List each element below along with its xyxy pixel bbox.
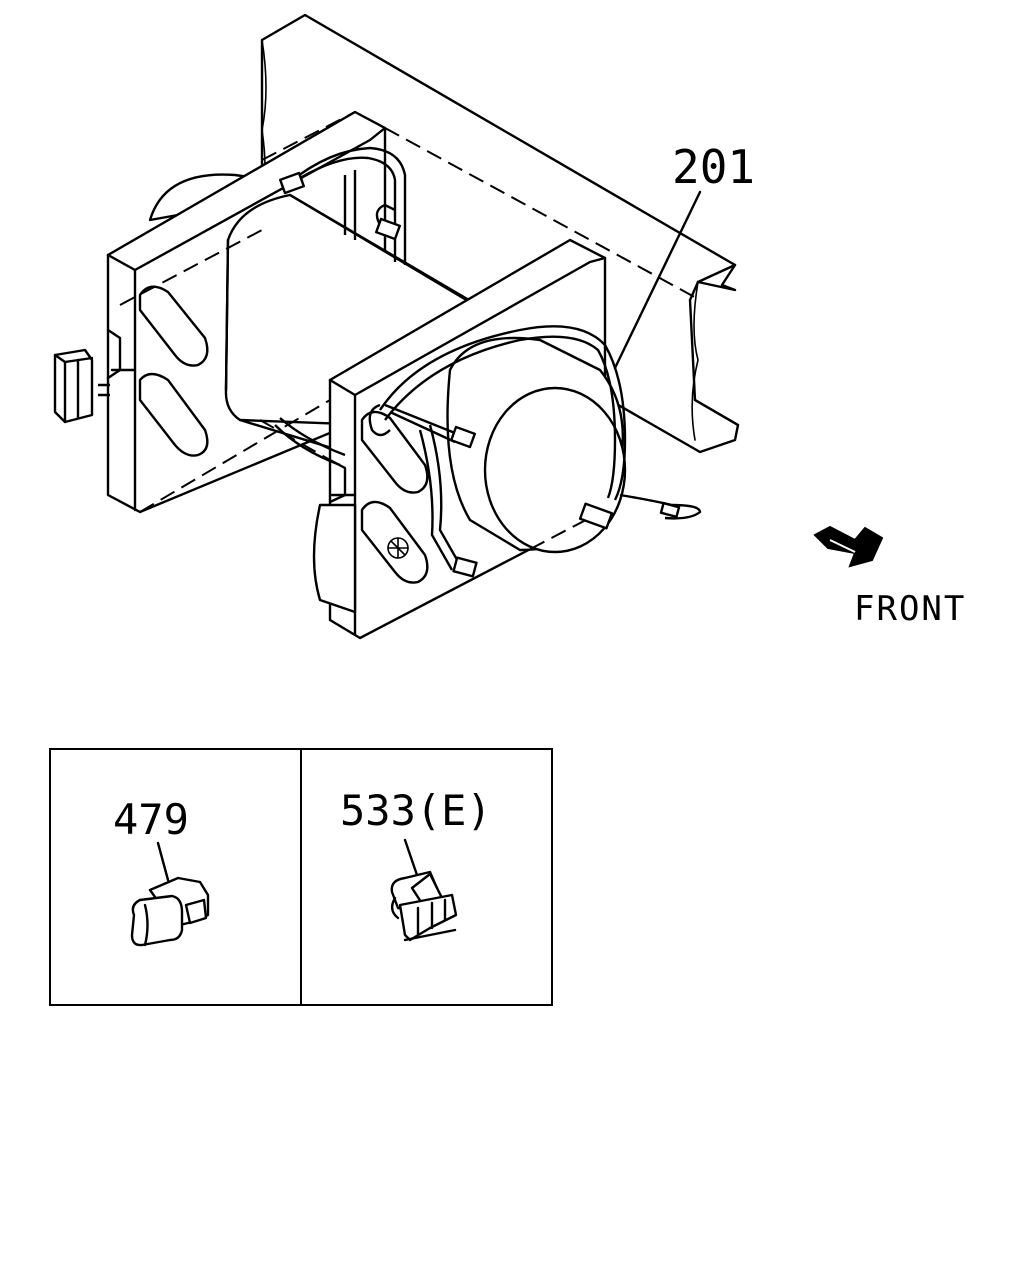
harness-part-number: 201 bbox=[672, 140, 755, 194]
detail-boxes: 479 533(E) bbox=[49, 748, 553, 1006]
clip-part-number: 533(E) bbox=[340, 786, 492, 835]
wire-harness bbox=[53, 146, 702, 578]
connector-icon bbox=[130, 841, 210, 947]
harness-leader-line bbox=[613, 190, 702, 370]
front-arrow-icon bbox=[813, 525, 884, 568]
assembly-guides bbox=[119, 111, 701, 639]
blower-motor-assembly bbox=[53, 13, 740, 640]
front-label: FRONT bbox=[854, 589, 966, 629]
connector-part-number: 479 bbox=[113, 795, 189, 844]
clip-icon bbox=[390, 838, 458, 942]
bulkhead-panel bbox=[260, 13, 740, 454]
